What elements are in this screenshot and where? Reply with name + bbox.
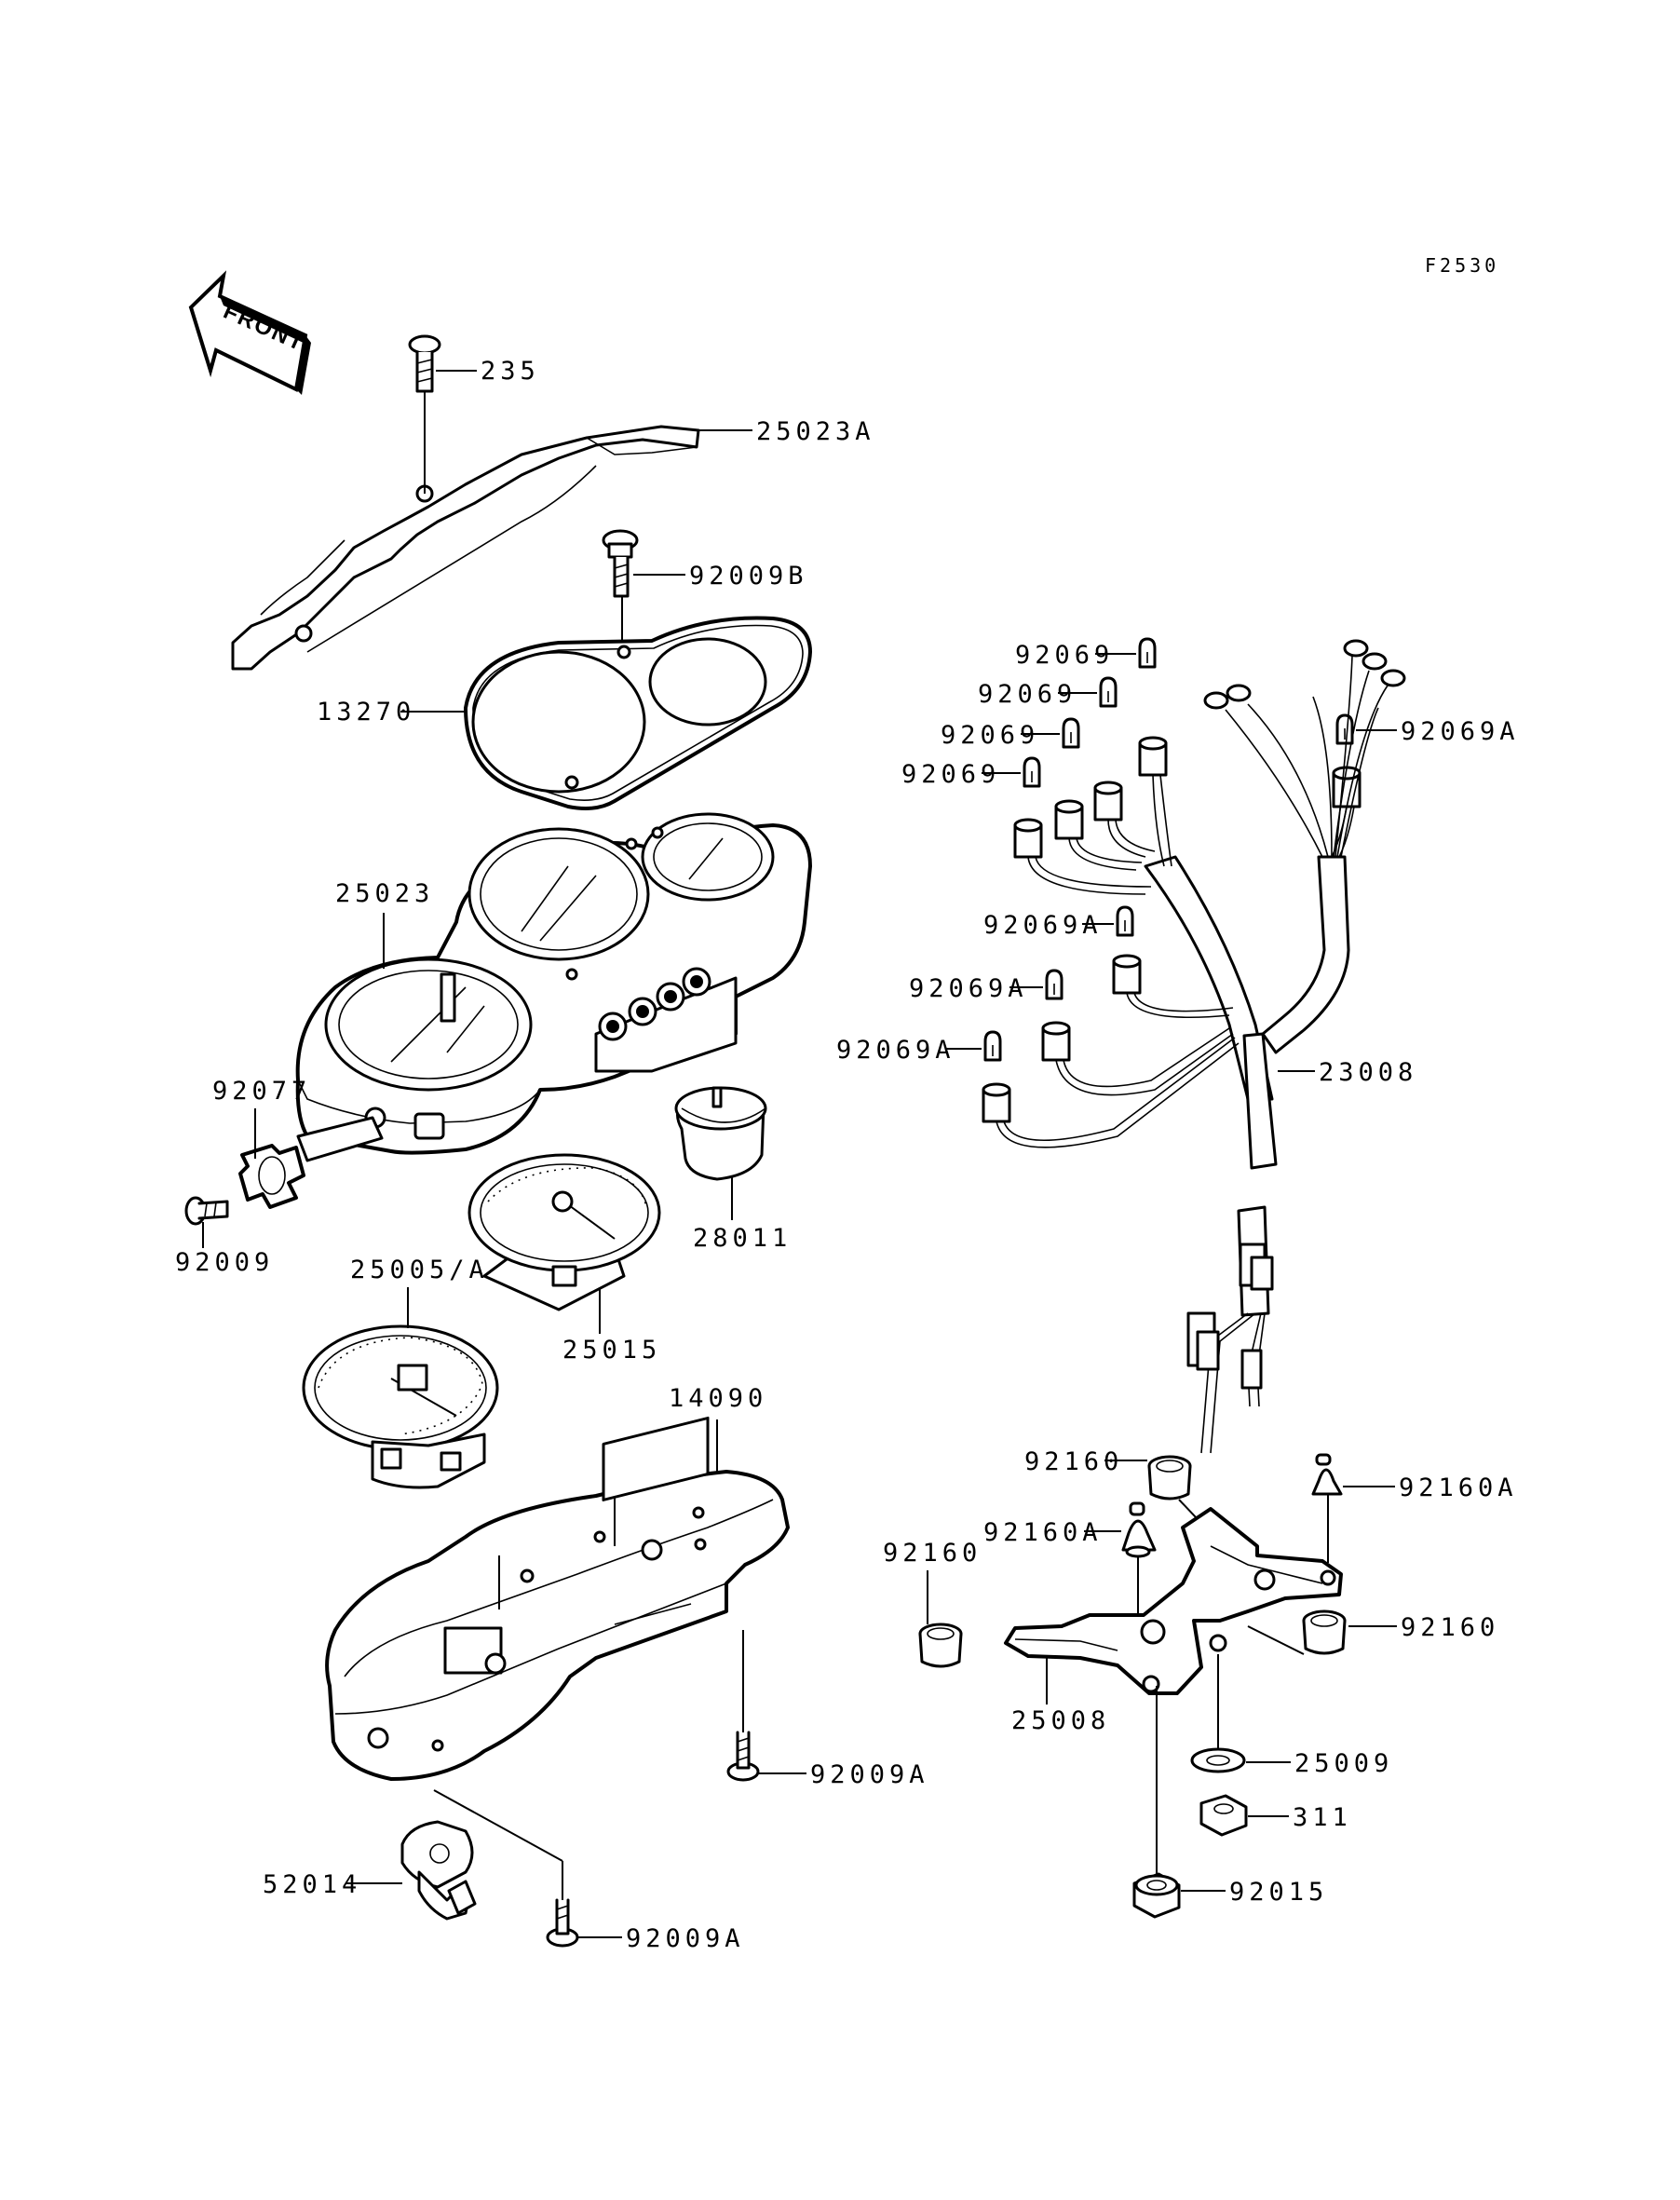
knob-92077 [238, 1116, 384, 1209]
label-92069-3: 92069 [941, 721, 1039, 750]
label-92009A-2: 92009A [626, 1924, 745, 1953]
tachometer-25015 [467, 1153, 661, 1311]
screw-92009A-2 [433, 1789, 579, 1948]
gauge-28011 [674, 1086, 767, 1181]
label-92160A-1: 92160A [1399, 1473, 1518, 1502]
label-311: 311 [1293, 1803, 1352, 1832]
screw-235 [408, 334, 441, 393]
label-92009: 92009 [175, 1248, 274, 1277]
label-92009B: 92009B [689, 562, 808, 591]
screw-92009A-1 [726, 1630, 760, 1782]
bulb-92069-1 [1138, 637, 1157, 669]
label-92160-3: 92160 [1401, 1613, 1499, 1642]
mount-92160A-2 [1121, 1501, 1157, 1558]
label-92069A-3: 92069A [909, 974, 1028, 1003]
bulb-92069A-1 [1335, 713, 1354, 745]
label-92009A-1: 92009A [810, 1760, 929, 1789]
bulb-92069-3 [1062, 717, 1080, 749]
label-92160-1: 92160 [1024, 1447, 1123, 1476]
label-23008: 23008 [1319, 1058, 1417, 1087]
upper-cover-25023A [231, 425, 700, 671]
label-92069-2: 92069 [978, 680, 1077, 709]
bulb-92069A-4 [983, 1030, 1002, 1062]
speedometer-25005A [302, 1324, 499, 1489]
figure-code: F2530 [1425, 254, 1499, 277]
label-25023: 25023 [335, 879, 434, 908]
label-92160A-2: 92160A [983, 1518, 1103, 1547]
label-92069-1: 92069 [1015, 641, 1114, 670]
label-92069A-4: 92069A [836, 1036, 955, 1065]
nut-92015 [1132, 1872, 1181, 1919]
label-92160-2: 92160 [883, 1539, 982, 1568]
washer-25009 [1190, 1747, 1246, 1773]
label-235: 235 [481, 357, 540, 386]
wire-harness-23008 [982, 639, 1406, 1454]
label-25023A: 25023A [756, 417, 875, 446]
fitting-52014 [400, 1820, 477, 1921]
meter-case-25023 [295, 812, 812, 1155]
bolt-92009B [602, 529, 639, 598]
label-92069-4: 92069 [901, 760, 1000, 789]
bulb-92069-4 [1023, 756, 1041, 788]
label-92069A-1: 92069A [1401, 717, 1520, 746]
grommet-92160-3 [1302, 1609, 1347, 1655]
grommet-92160-1 [1147, 1455, 1192, 1501]
front-arrow-icon: FRONT [188, 270, 311, 395]
label-25008: 25008 [1011, 1706, 1110, 1735]
label-25009: 25009 [1294, 1749, 1393, 1778]
label-25005A: 25005/A [350, 1256, 489, 1284]
label-25015: 25015 [562, 1336, 661, 1365]
label-28011: 28011 [693, 1224, 792, 1253]
grommet-92160-2 [918, 1623, 963, 1668]
bulb-92069A-3 [1045, 969, 1064, 1000]
bulb-92069A-2 [1116, 905, 1134, 937]
lower-case-14090 [325, 1416, 790, 1781]
label-13270: 13270 [317, 698, 415, 727]
bulb-92069-2 [1099, 676, 1118, 708]
mount-92160A-1 [1311, 1453, 1343, 1496]
label-14090: 14090 [669, 1384, 767, 1413]
label-92077: 92077 [212, 1077, 311, 1106]
bracket-25008 [1004, 1507, 1343, 1695]
screw-92009 [184, 1196, 229, 1226]
gasket-13270 [464, 616, 812, 810]
label-92015: 92015 [1229, 1878, 1328, 1907]
label-92069A-2: 92069A [983, 911, 1103, 940]
nut-311 [1199, 1794, 1248, 1837]
label-52014: 52014 [263, 1870, 361, 1899]
